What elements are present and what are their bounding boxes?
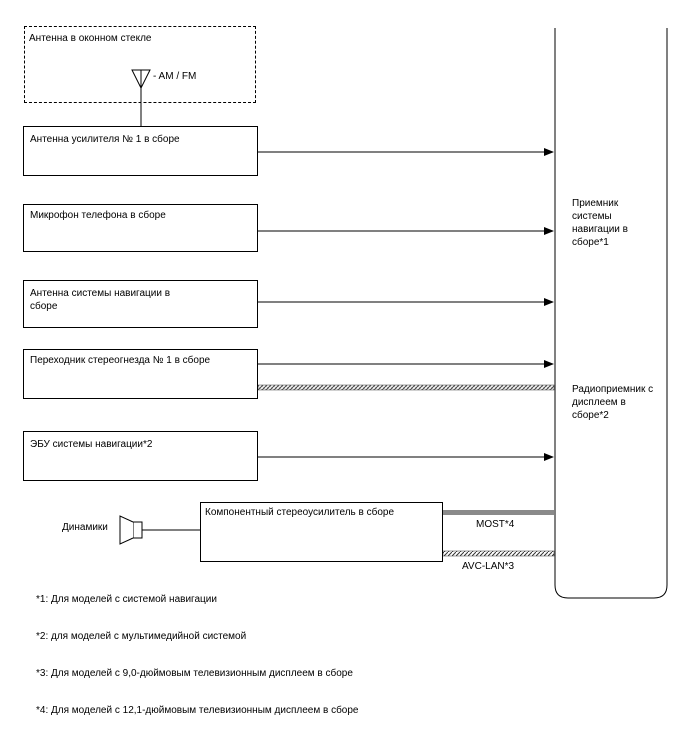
speaker-icon [119,515,143,545]
footnote-1: *1: Для моделей с системой навигации [36,594,217,605]
receiver-display-label: Радиоприемник с дисплеем в сборе*2 [572,384,654,421]
receiver-outline [554,28,668,599]
footnote-3: *3: Для моделей с 9,0-дюймовым телевизио… [36,668,353,679]
most-label: MOST*4 [476,519,515,530]
navigation-antenna-label: Антенна системы навигации в сборе [30,288,171,312]
speakers-label: Динамики [62,522,108,533]
stereo-jack-hatched-bus [257,384,555,391]
navigation-antenna-box: Антенна системы навигации в сборе [23,280,258,328]
receiver-navigation-label: Приемник системы навигации в сборе*1 [572,198,628,248]
stereo-jack-adapter-box: Переходник стереогнезда № 1 в сборе [23,349,258,399]
window-antenna-label: Антенна в оконном стекле [29,33,152,44]
avc-lan-label: AVC-LAN*3 [462,561,515,572]
footnote-4: *4: Для моделей с 12,1-дюймовым телевизи… [36,705,359,716]
footnote-2: *2: для моделей с мультимедийной системо… [36,631,247,642]
navigation-ecu-box: ЭБУ системы навигации*2 [23,431,258,481]
amplifier-antenna-label: Антенна усилителя № 1 в сборе [30,134,180,145]
am-fm-label: - AM / FM [153,71,197,82]
avc-lan-bus-line [442,550,555,557]
window-antenna-box [24,26,256,103]
stereo-amplifier-box: Компонентный стереоусилитель в сборе [200,502,443,562]
most-bus-line [443,510,554,515]
stereo-amplifier-label: Компонентный стереоусилитель в сборе [205,507,395,518]
stereo-jack-adapter-label: Переходник стереогнезда № 1 в сборе [30,355,211,366]
phone-microphone-box: Микрофон телефона в сборе [23,204,258,252]
antenna-icon [131,69,151,126]
navigation-ecu-label: ЭБУ системы навигации*2 [30,439,153,450]
phone-microphone-label: Микрофон телефона в сборе [30,210,166,221]
amplifier-antenna-box: Антенна усилителя № 1 в сборе [23,126,258,176]
